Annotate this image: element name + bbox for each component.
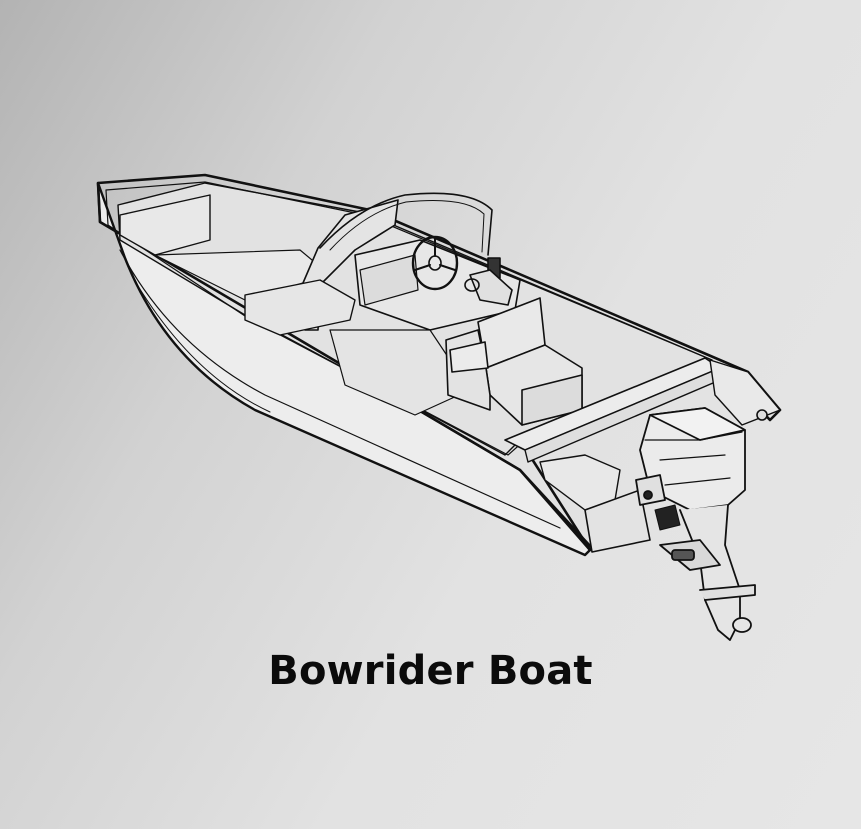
port-console	[244, 279, 356, 336]
windshield-frame	[319, 192, 493, 256]
cockpit-floor	[329, 329, 471, 416]
helm-seat	[445, 297, 583, 426]
steering-wheel-icon	[411, 235, 459, 291]
caption-title: Bowrider Boat	[268, 648, 593, 694]
bow-seat	[119, 194, 211, 256]
outboard-motor	[635, 407, 756, 641]
transom	[584, 489, 651, 553]
helm-dash	[359, 254, 419, 306]
cleat-icon	[756, 409, 768, 421]
windshield-frame-inner	[329, 200, 485, 253]
hull-chine	[119, 249, 561, 529]
hull-keel	[131, 275, 271, 413]
throttle-lever-icon	[464, 257, 513, 306]
